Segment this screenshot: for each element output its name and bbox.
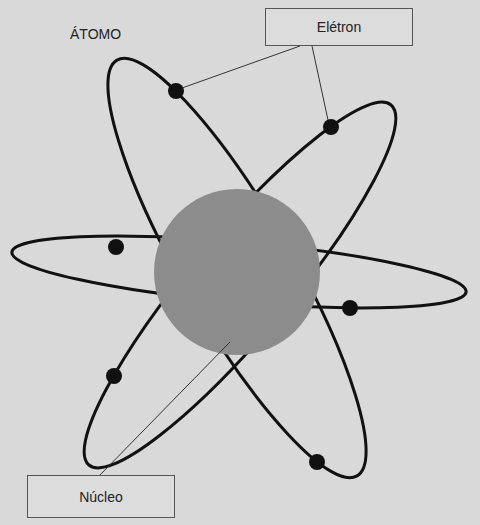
electron	[309, 454, 325, 470]
electron	[108, 239, 124, 255]
electron	[323, 119, 339, 135]
electron	[342, 300, 358, 316]
label-box: Elétron	[265, 8, 413, 46]
label-box: Núcleo	[27, 475, 175, 518]
electron	[106, 368, 122, 384]
leader-line	[100, 342, 230, 475]
label-text: Elétron	[317, 19, 361, 35]
leader-line	[182, 46, 300, 88]
diagram-title: ÁTOMO	[70, 26, 121, 42]
nucleus	[154, 189, 320, 355]
leader-line	[312, 46, 328, 120]
electron	[168, 83, 184, 99]
electron-orbit	[69, 33, 404, 504]
label-text: Núcleo	[79, 489, 123, 505]
